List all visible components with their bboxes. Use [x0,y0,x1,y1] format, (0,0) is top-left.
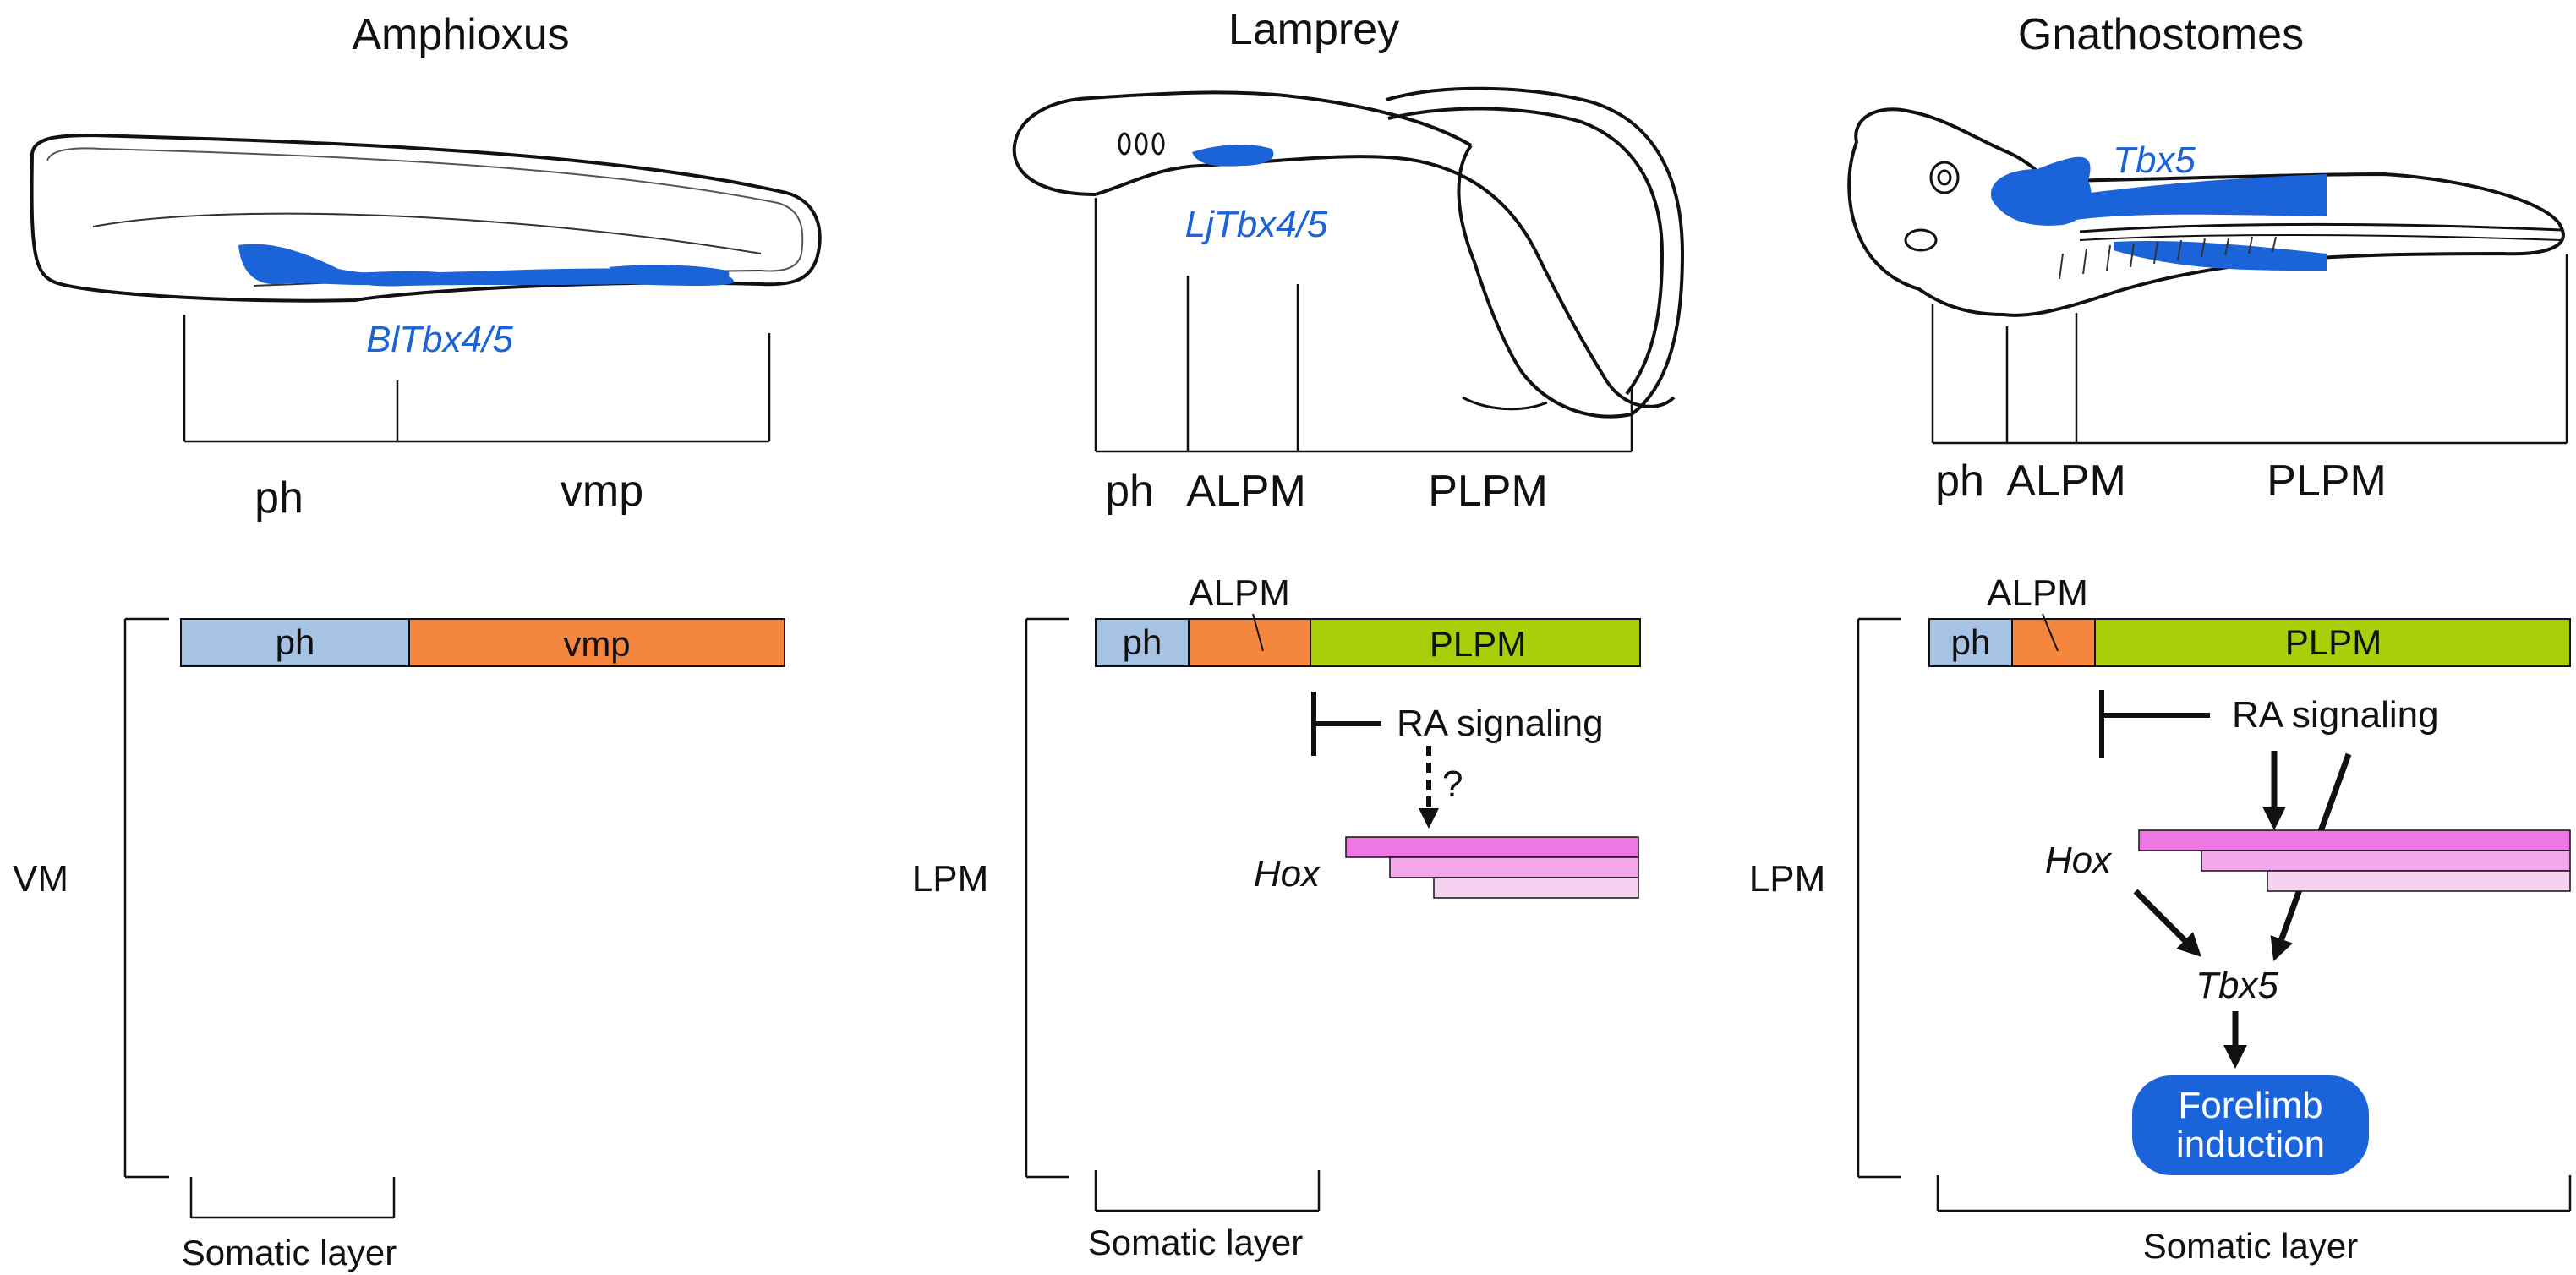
forelimb-induction-line2: induction [2176,1124,2325,1165]
gnathostome-embryo-illustration [1847,107,2565,317]
gnathostome-region-plpm: PLPM [2267,457,2387,506]
lamprey-panel: Lamprey LjTbx4/5 ph ALPM PLPM [912,5,1685,1262]
lamprey-bar-plpm-label: PLPM [1430,624,1526,664]
lamprey-ra-label: RA signaling [1397,703,1604,744]
gnathostome-region-alpm: ALPM [2006,457,2126,506]
gnathostome-bottom-bracket [1936,1175,2572,1212]
gnathostome-hox-bar-3 [2267,870,2571,892]
gnathostome-region-ph: ph [1935,457,1984,506]
lamprey-expression-domain [1192,145,1274,167]
amphioxus-gene-label: BlTbx4/5 [366,319,513,360]
forelimb-induction-line1: Forelimb [2178,1085,2322,1126]
amphioxus-bar-ph-label: ph [276,622,315,662]
lamprey-embryo-illustration [1012,86,1685,419]
lamprey-bar-plpm [1310,618,1641,667]
amphioxus-panel: Amphioxus BlTbx4/5 ph vmp ph vmp [13,10,822,1272]
gnathostome-bar-plpm-label: PLPM [2285,622,2382,662]
lamprey-gene-label: LjTbx4/5 [1185,204,1328,245]
gnathostome-tbx5-label: Tbx5 [2196,965,2278,1006]
gnathostome-side-bracket [1857,617,1901,1179]
gnathostome-hox-label: Hox [2045,840,2113,881]
lamprey-bar-alpm [1188,618,1311,667]
lamprey-hox-label: Hox [1254,853,1321,895]
amphioxus-bar-vmp [408,618,785,667]
amphioxus-bottom-label: Somatic layer [182,1233,397,1272]
lamprey-bar-alpm-label: ALPM [1189,572,1290,614]
amphioxus-larva-illustration [30,133,822,303]
lamprey-question-mark: ? [1442,763,1463,805]
lamprey-side-bracket [1025,617,1069,1179]
amphioxus-side-bracket [123,617,169,1179]
lamprey-ra-inhibition [1311,692,1381,756]
lamprey-gill-slits [1118,132,1165,156]
gnathostomes-panel: Gnathostomes [1749,10,2572,1266]
lamprey-title: Lamprey [1228,5,1399,54]
gnathostome-side-label: LPM [1749,858,1825,900]
lamprey-bar-ph-label: ph [1123,622,1162,662]
forelimb-induction-box [2132,1075,2369,1175]
lamprey-region-ph: ph [1105,467,1154,516]
gnathostome-bar-ph-label: ph [1951,622,1991,662]
lamprey-bar-ph [1095,618,1190,667]
gnathostome-hox-bar-1 [2138,829,2571,851]
gnathostome-bottom-label: Somatic layer [2143,1226,2358,1266]
amphioxus-bar-vmp-label: vmp [563,624,630,664]
amphioxus-bottom-bracket [189,1177,396,1219]
lamprey-bottom-label: Somatic layer [1088,1223,1303,1262]
gnathostome-ra-inhibition [2099,690,2210,758]
lamprey-bottom-bracket [1094,1170,1321,1212]
gnathostome-hox-to-tbx5-arrow [2133,889,2201,957]
amphioxus-region-ph: ph [254,473,304,523]
lamprey-region-alpm: ALPM [1186,467,1306,516]
gnathostome-bar-alpm-label: ALPM [1987,572,2088,614]
gnathostome-region-bracket [1931,254,2568,445]
lamprey-region-plpm: PLPM [1428,467,1548,516]
lamprey-alpm-leader [1252,613,1264,652]
gnathostome-hox-bar-2 [2201,850,2571,872]
amphioxus-region-bracket [183,315,771,443]
amphioxus-bar-ph [180,618,410,667]
gnathostome-bar-plpm [2094,618,2571,667]
lamprey-hox-bar-3 [1433,877,1639,899]
lamprey-hox-bar-2 [1389,856,1639,878]
gnathostome-alpm-leader [2042,613,2059,652]
amphioxus-side-label: VM [13,858,68,900]
amphioxus-title: Amphioxus [352,10,569,59]
gnathostome-gene-label: Tbx5 [2113,140,2196,181]
lamprey-hox-bar-1 [1345,836,1639,858]
lamprey-region-bracket [1094,198,1633,453]
gnathostomes-title: Gnathostomes [2018,10,2304,59]
lamprey-side-label: LPM [912,858,988,900]
amphioxus-region-vmp: vmp [561,467,643,516]
gnathostome-ra-label: RA signaling [2232,694,2439,736]
